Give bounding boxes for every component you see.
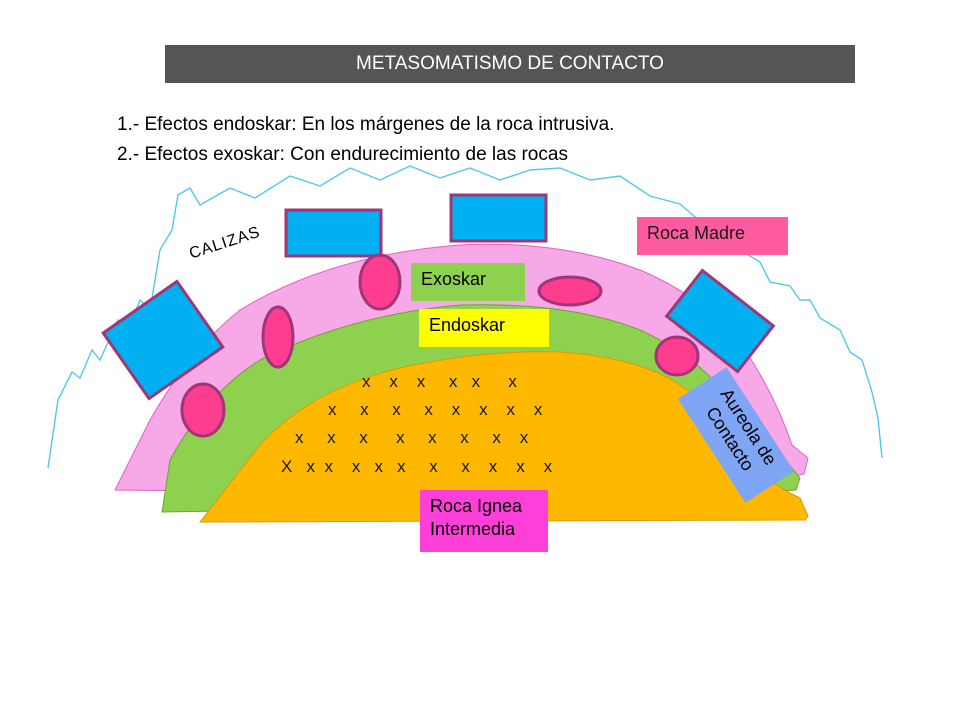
page-title: METASOMATISMO DE CONTACTO — [165, 45, 855, 83]
roca-ignea-line-2: Intermedia — [430, 518, 516, 539]
pink-nodule-1 — [180, 382, 226, 438]
pink-nodule-4 — [537, 275, 603, 307]
blue-block-left — [101, 279, 225, 401]
x-row-1: x x x x x x — [362, 372, 517, 391]
bullet-endoskar: 1.- Efectos endoskar: En los márgenes de… — [117, 114, 615, 135]
exoskar-label: Exoskar — [411, 263, 525, 301]
x-row-2: x x x x x x x x — [328, 400, 543, 419]
pink-nodule-5 — [654, 335, 700, 377]
bullet-exoskar: 2.- Efectos exoskar: Con endurecimiento … — [117, 144, 568, 165]
blue-block-right — [664, 268, 776, 374]
x-row-4: X x x x x x x x x x x — [281, 457, 553, 476]
x-row-3: x x x x x x x x — [295, 428, 529, 447]
blue-block-top-left — [284, 208, 383, 258]
pink-nodule-2 — [261, 305, 295, 369]
roca-ignea-line-1: Roca Ignea — [430, 496, 523, 516]
pink-nodule-3 — [358, 253, 402, 311]
blue-block-top-center — [449, 193, 548, 243]
roca-madre-label: Roca Madre — [637, 217, 788, 255]
roca-ignea-label: Roca Ignea Intermedia — [420, 490, 548, 552]
endoskar-label: Endoskar — [419, 309, 549, 347]
